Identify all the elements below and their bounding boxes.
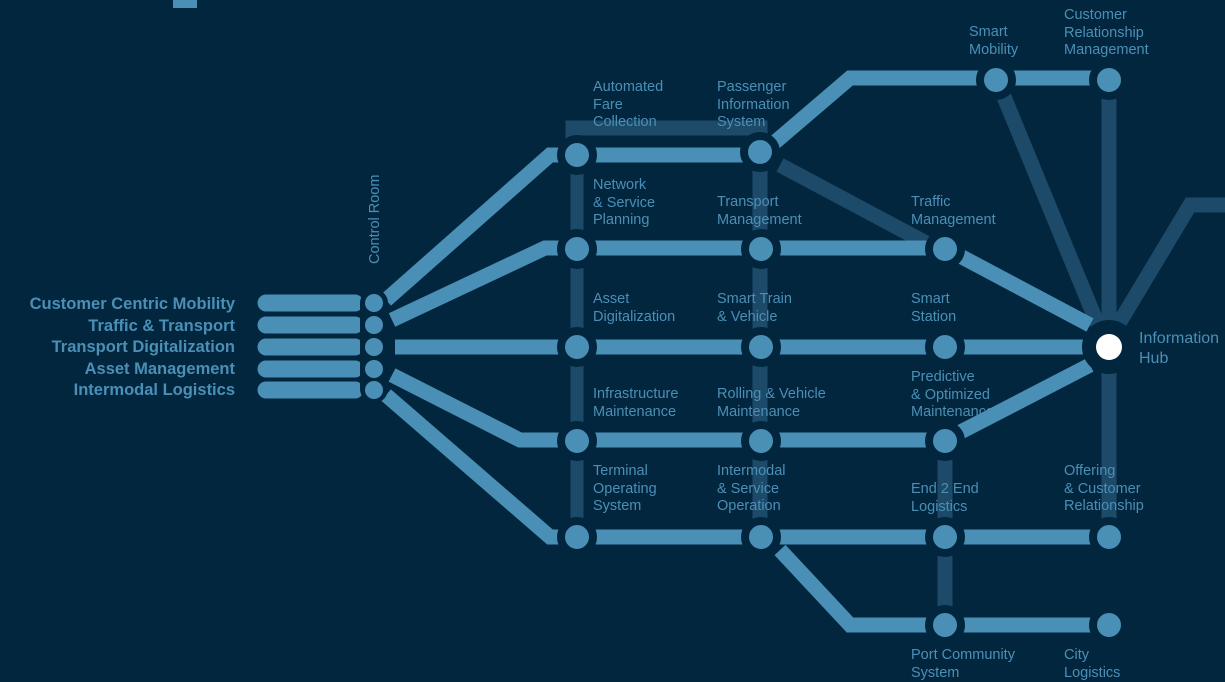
control-room-label-wrap: Control Room	[365, 175, 385, 280]
line-top	[381, 70, 1109, 306]
line-bottom	[381, 389, 1109, 545]
label-passenger-information-system: Passenger Information System	[717, 79, 790, 130]
line-port	[774, 544, 1109, 633]
label-smart-train-vehicle: Smart Train & Vehicle	[717, 291, 792, 325]
node-predictive-maint	[925, 421, 965, 461]
station-nodes	[557, 60, 1129, 645]
legend-item-asset-management: Asset Management	[84, 359, 235, 378]
top-left-stub	[173, 0, 197, 8]
label-network-service-planning: Network & Service Planning	[593, 177, 656, 228]
node-smart-station	[925, 327, 965, 367]
label-infrastructure-maintenance: Infrastructure Maintenance	[593, 386, 679, 420]
node-offering	[1089, 517, 1129, 557]
label-end2end-logistics: End 2 End Logistics	[911, 481, 979, 515]
label-automated-fare-collection: Automated Fare Collection	[593, 79, 664, 130]
node-terminal-os	[557, 517, 597, 557]
control-room-label: Control Room	[367, 174, 383, 264]
node-rolling-maint	[741, 421, 781, 461]
label-port-community-system: Port Community System	[911, 647, 1015, 681]
label-information-hub: Information Hub	[1139, 330, 1220, 367]
node-asset-digital	[557, 327, 597, 367]
label-customer-relationship-management: Customer Relationship Management	[1064, 7, 1149, 58]
line-4	[388, 358, 1094, 448]
main-lines	[257, 70, 1109, 633]
node-intermodal	[741, 517, 781, 557]
information-hub-node	[1082, 320, 1136, 374]
legend-item-transport-digitalization: Transport Digitalization	[51, 338, 235, 356]
label-predictive-optimized-maintenance: Predictive & Optimized Maintenance	[911, 369, 995, 420]
legend-item-traffic-transport: Traffic & Transport	[88, 316, 235, 335]
control-room-node	[360, 289, 388, 403]
node-end2end	[925, 517, 965, 557]
node-pis	[740, 132, 780, 172]
label-smart-mobility: Smart Mobility	[969, 24, 1019, 58]
node-transport-mgmt	[741, 229, 781, 269]
node-port-community	[925, 605, 965, 645]
node-crm	[1089, 60, 1129, 100]
label-offering-customer-relationship: Offering & Customer Relationship	[1064, 463, 1144, 514]
legend-item-customer-centric-mobility: Customer Centric Mobility	[29, 295, 235, 313]
label-city-logistics: City Logistics	[1064, 647, 1121, 681]
label-transport-management: Transport Management	[717, 194, 802, 228]
label-rolling-vehicle-maintenance: Rolling & Vehicle Maintenance	[717, 386, 826, 420]
label-smart-station: Smart Station	[911, 291, 957, 325]
node-smart-train	[741, 327, 781, 367]
faint-line-pis-traffic	[776, 158, 934, 252]
faint-line-smart-mobility-hub	[995, 89, 1107, 333]
faint-connections	[565, 89, 1225, 610]
legend: Customer Centric Mobility Traffic & Tran…	[30, 294, 235, 402]
label-intermodal-service-operation: Intermodal & Service Operation	[717, 463, 786, 514]
node-network-planning	[557, 229, 597, 269]
legend-item-intermodal-logistics: Intermodal Logistics	[73, 381, 235, 399]
node-fare-collection	[557, 135, 597, 175]
label-terminal-operating-system: Terminal Operating System	[593, 463, 657, 514]
node-traffic-mgmt	[925, 229, 965, 269]
node-infra-maint	[557, 421, 597, 461]
faint-line-hub-right	[1111, 197, 1225, 329]
label-traffic-management: Traffic Management	[911, 194, 996, 228]
legend-bars	[257, 294, 364, 399]
node-smart-mobility	[976, 60, 1016, 100]
node-city-logistics	[1089, 605, 1129, 645]
label-asset-digitalization: Asset Digitalization	[593, 291, 676, 325]
